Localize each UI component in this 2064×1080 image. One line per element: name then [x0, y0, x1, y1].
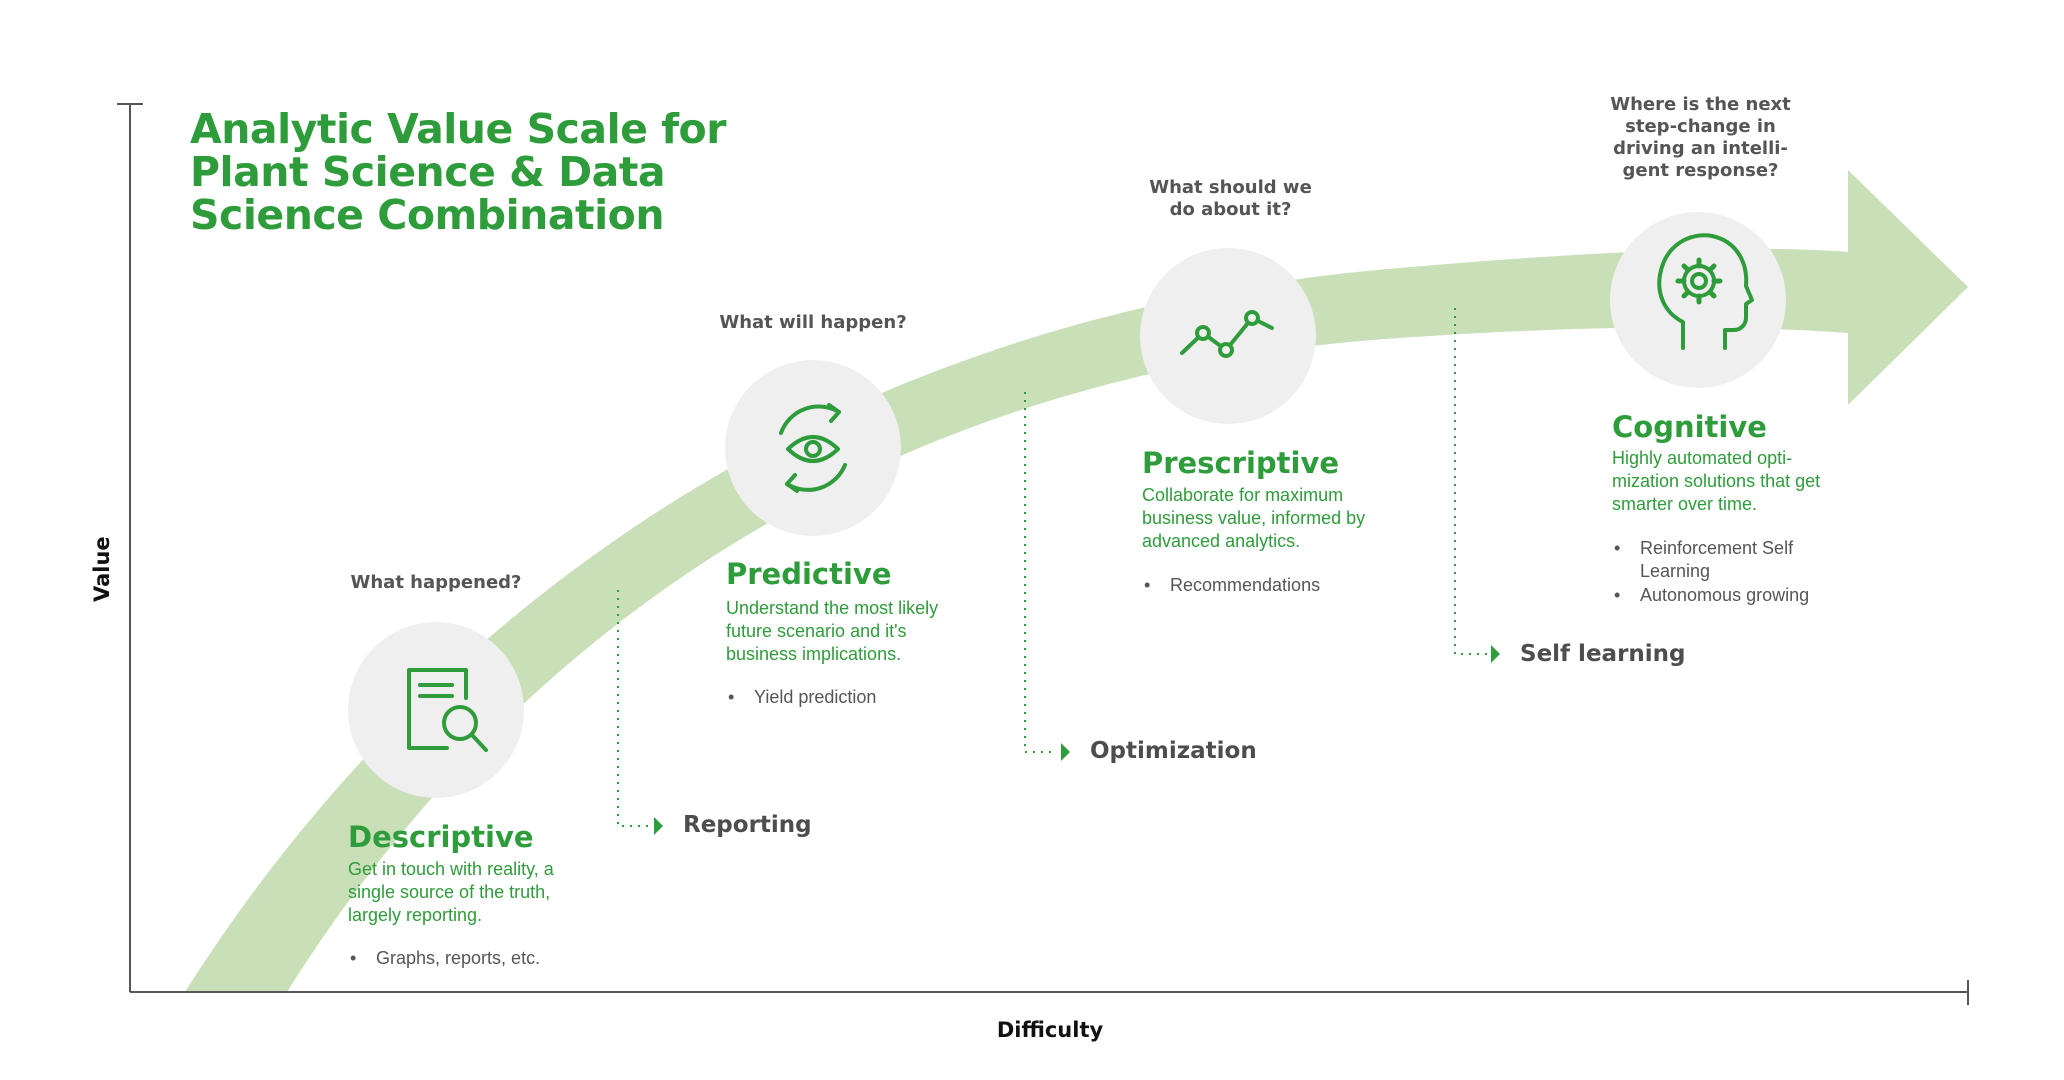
stage-question-cognitive: Where is the next step-change in driving… [1610, 94, 1791, 181]
stage-question-predictive: What will happen? [719, 312, 907, 333]
stage-description-cognitive: Highly automated opti-mization solutions… [1612, 448, 1821, 514]
milestone-reporting: Reporting [683, 812, 812, 838]
stage-bullets-prescriptive: Recommendations [1142, 574, 1382, 598]
stage-circle-descriptive [348, 622, 524, 798]
milestone-optimization: Optimization [1090, 738, 1257, 764]
stage-name-cognitive: Cognitive [1612, 410, 1767, 444]
x-axis-label: Difficulty [996, 1018, 1104, 1042]
stage-bullets-descriptive: Graphs, reports, etc. [348, 947, 588, 971]
document-search-icon [407, 668, 488, 752]
list-item: Yield prediction [726, 686, 966, 709]
list-item: Graphs, reports, etc. [348, 947, 588, 970]
stage-question-descriptive: What happened? [350, 572, 522, 593]
head-gear-icon [1657, 233, 1754, 350]
list-item: Autonomous growing [1612, 584, 1842, 607]
stage-circle-predictive [725, 360, 901, 536]
milestone-connector-self-learning [1454, 308, 1500, 663]
stage-bullets-predictive: Yield prediction [726, 686, 966, 710]
milestone-self-learning: Self learning [1520, 641, 1686, 667]
stage-circle-prescriptive [1140, 248, 1316, 424]
list-item: Recommendations [1142, 574, 1382, 597]
stage-name-predictive: Predictive [726, 557, 892, 591]
stage-description-descriptive: Get in touch with reality, a single sour… [348, 859, 554, 925]
stage-name-descriptive: Descriptive [348, 820, 534, 854]
stage-question-prescriptive: What should we do about it? [1149, 177, 1312, 220]
y-axis-label: Value [90, 536, 114, 602]
stage-bullets-cognitive: Reinforcement Self Learning Autonomous g… [1612, 537, 1842, 608]
milestone-connector-optimization [1024, 392, 1070, 761]
list-item: Reinforcement Self Learning [1612, 537, 1842, 583]
line-trend-icon [1180, 310, 1274, 358]
value-curve-arrow [185, 170, 1968, 992]
diagram-title: Analytic Value Scale for Plant Science &… [190, 105, 726, 239]
stage-description-prescriptive: Collaborate for maximum business value, … [1142, 485, 1366, 551]
stage-description-predictive: Understand the most likely future scenar… [726, 598, 939, 664]
milestone-connector-reporting [617, 590, 663, 835]
stage-name-prescriptive: Prescriptive [1142, 446, 1340, 480]
eye-cycle-icon [779, 403, 847, 493]
